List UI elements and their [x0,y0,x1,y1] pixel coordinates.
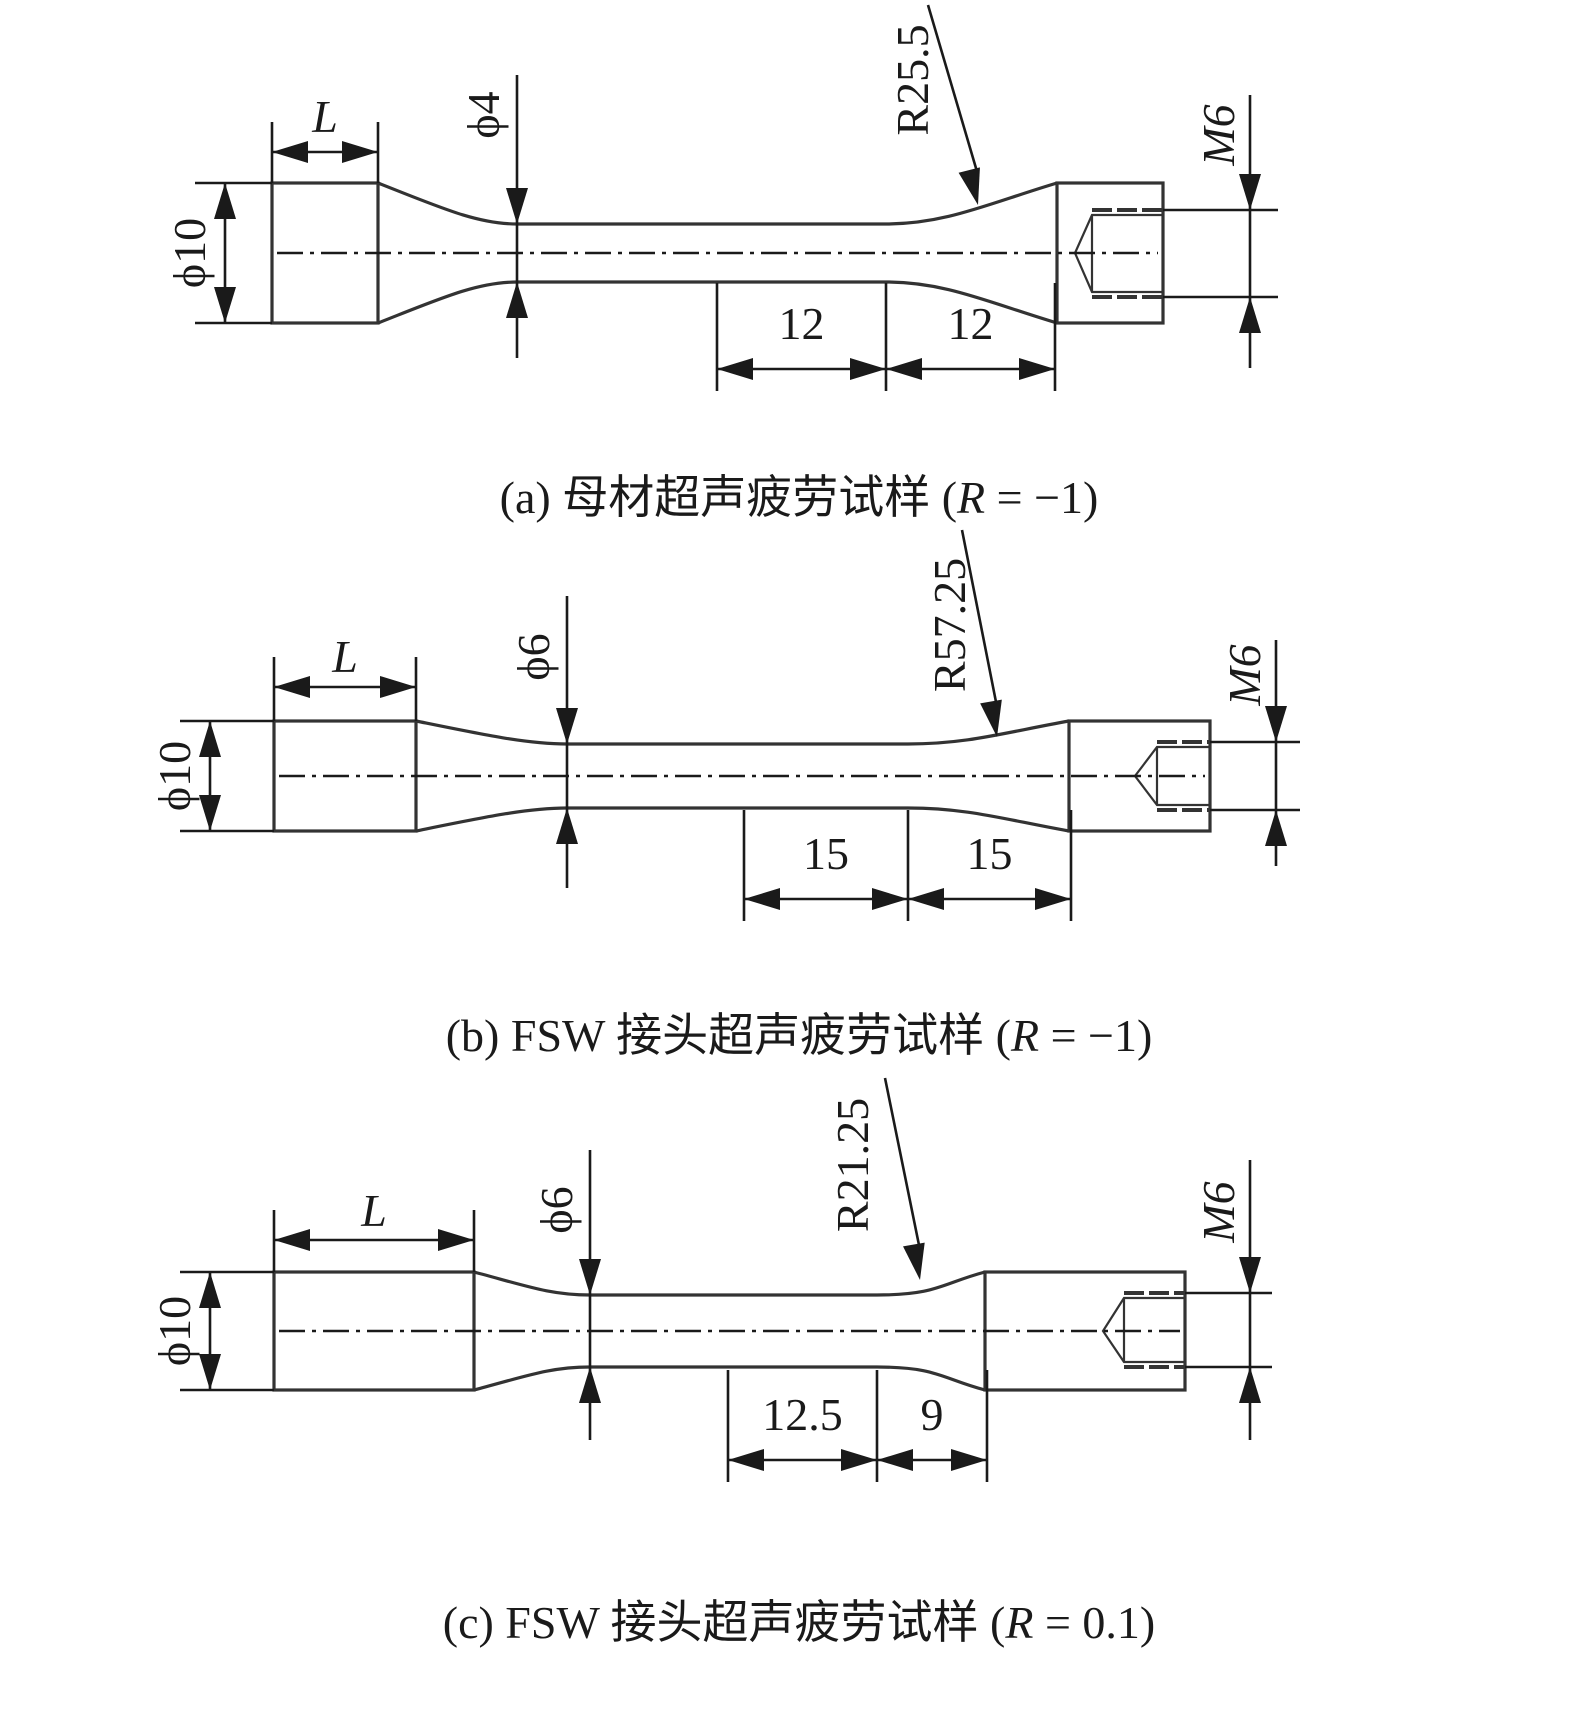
arrow-up-icon [506,282,528,318]
neck-diameter-label: ϕ6 [508,633,559,680]
arrow-down-icon [1239,174,1261,210]
radius-leader [926,4,980,176]
gauge-length-label: 15 [803,828,849,879]
arrow-left-icon [744,888,780,910]
arrow-right-icon [1019,358,1055,380]
arrow-left-icon [717,358,753,380]
transition-length-label: 12 [948,298,994,349]
arrow-down-icon [556,708,578,744]
grip-diameter-label: ϕ10 [164,218,215,288]
arrow-left-icon [274,676,310,698]
arrow-up-icon [199,721,221,757]
arrow-down-icon [199,1354,221,1390]
arrow-down-icon [579,1259,601,1295]
radius-label: R21.25 [827,1098,878,1232]
caption-b: (b) FSW 接头超声疲劳试样 (R = −1) [0,946,1575,1065]
neck-diameter-label: ϕ4 [458,91,509,138]
arrow-right-icon [850,358,886,380]
gauge-lower-profile [377,280,1058,325]
gauge-upper-profile [473,1270,986,1297]
arrow-right-icon [951,1449,987,1471]
right-grip [1067,719,1212,833]
grip-diameter-label: ϕ10 [149,1296,200,1366]
arrow-down-icon [506,188,528,224]
arrow-left-icon [908,888,944,910]
arrow-down-icon [199,795,221,831]
gauge-length-label: 12.5 [762,1389,843,1440]
caption-b-prefix: (b) FSW 接头超声疲劳试样 ( [445,1010,1011,1061]
gauge-upper-profile [377,181,1058,226]
transition-length-label: 9 [921,1389,944,1440]
caption-c-prefix: (c) FSW 接头超声疲劳试样 ( [442,1597,1006,1648]
transition-length-label: 15 [967,828,1013,879]
caption-c-r: R [1005,1597,1034,1648]
arrow-up-icon [1239,1367,1261,1403]
caption-a-r: R [957,472,986,523]
neck-diameter-label: ϕ6 [531,1186,582,1233]
caption-c-suffix: = 0.1) [1033,1597,1156,1648]
arrow-right-icon [841,1449,877,1471]
gauge-length-label: 12 [779,298,825,349]
thread-label: M6 [1193,1181,1244,1243]
arrow-left-icon [274,1229,310,1251]
arrow-up-icon [579,1367,601,1403]
caption-a-prefix: (a) 母材超声疲劳试样 ( [499,472,958,523]
arrow-right-icon [438,1229,474,1251]
radius-leader [883,1077,922,1251]
arrow-right-icon [342,141,378,163]
gauge-upper-profile [415,719,1070,746]
arrow-down-icon [980,699,1002,737]
caption-b-r: R [1010,1010,1040,1061]
arrow-down-icon [903,1242,925,1280]
gauge-lower-profile [473,1365,986,1392]
caption-a-suffix: = −1) [985,472,1099,523]
arrow-down-icon [958,167,980,205]
thread-label: M6 [1193,104,1244,166]
arrow-down-icon [1239,1257,1261,1293]
arrow-right-icon [1035,888,1071,910]
arrow-left-icon [728,1449,764,1471]
thread-label: M6 [1219,644,1270,706]
arrow-up-icon [1265,810,1287,846]
arrow-up-icon [199,1272,221,1308]
arrow-up-icon [556,808,578,844]
arrow-left-icon [272,141,308,163]
grip-length-label: L [360,1185,387,1236]
radius-leader [960,529,999,708]
grip-diameter-label: ϕ10 [149,741,200,811]
arrow-right-icon [872,888,908,910]
arrow-left-icon [886,358,922,380]
arrow-down-icon [1265,706,1287,742]
arrow-up-icon [214,183,236,219]
caption-c: (c) FSW 接头超声疲劳试样 (R = 0.1) [0,1533,1575,1652]
caption-a: (a) 母材超声疲劳试样 (R = −1) [0,408,1575,527]
arrow-up-icon [1239,297,1261,333]
right-grip [1055,181,1165,325]
grip-length-label: L [311,91,338,142]
radius-label: R57.25 [924,558,975,692]
caption-b-suffix: = −1) [1039,1010,1153,1061]
radius-label: R25.5 [887,24,938,135]
gauge-lower-profile [415,806,1070,833]
grip-length-label: L [331,631,358,682]
arrow-left-icon [877,1449,913,1471]
arrow-down-icon [214,287,236,323]
arrow-right-icon [380,676,416,698]
